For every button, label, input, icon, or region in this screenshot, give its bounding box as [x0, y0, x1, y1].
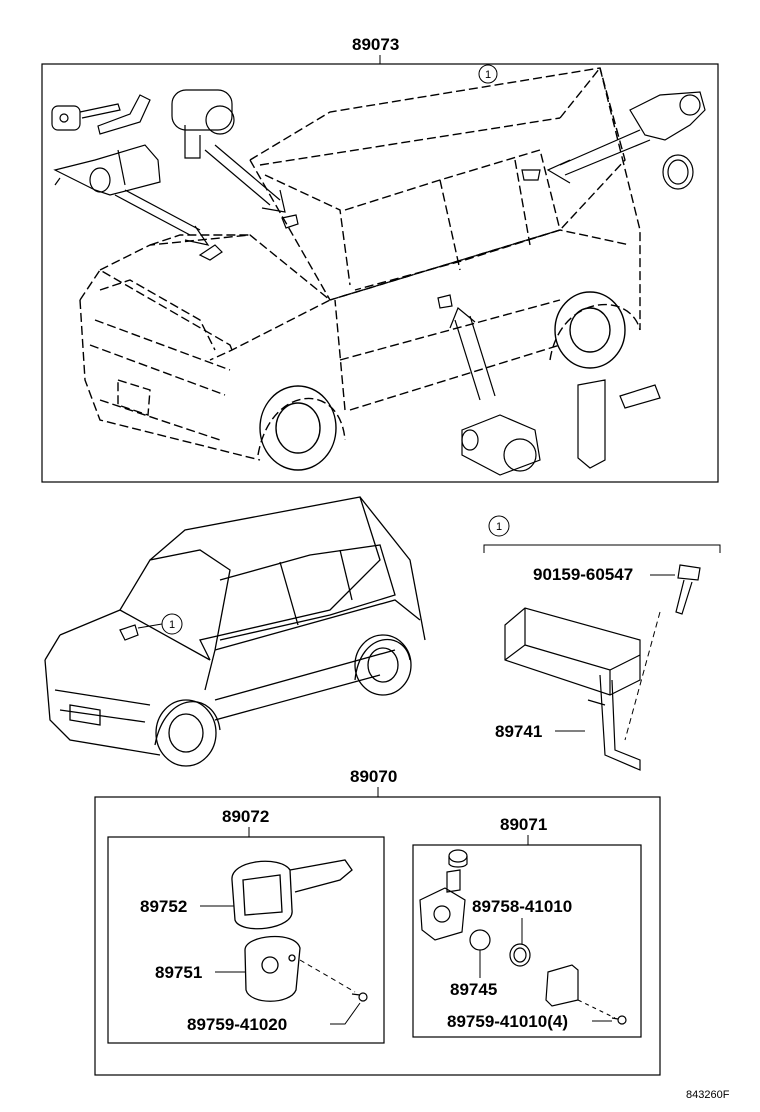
label-89070: 89070 — [350, 767, 397, 786]
panel-89072: 89072 89752 89751 89759-41020 — [107, 807, 385, 1044]
label-89759-41010-4: 89759-41010(4) — [447, 1012, 568, 1031]
transponder-chip-icon — [469, 929, 491, 951]
ignition-cylinder — [53, 144, 161, 196]
label-89752: 89752 — [140, 897, 187, 916]
door-cylinder-bottom — [461, 414, 541, 476]
key-plate-icon — [231, 859, 353, 930]
label-89751: 89751 — [155, 963, 202, 982]
callout-1-detail-text: 1 — [496, 521, 502, 533]
chip-items-top — [577, 379, 661, 469]
label-89741: 89741 — [495, 722, 542, 741]
cover-plate-icon — [545, 964, 579, 1007]
door-cylinder-top — [171, 89, 235, 159]
housing-screw-icon — [611, 1015, 627, 1025]
callout-1-car-text: 1 — [169, 619, 175, 631]
frame-89070 — [94, 796, 661, 1076]
callout-1-detail: 1 — [488, 515, 510, 537]
ecu-detail: 1 90159-60547 89741 — [483, 515, 721, 771]
ecu-module — [504, 607, 641, 771]
label-90159-60547: 90159-60547 — [533, 565, 633, 584]
label-89758-41010: 89758-41010 — [472, 897, 572, 916]
frame-89072 — [107, 836, 385, 1044]
callout-1-top: 1 — [478, 64, 498, 84]
bolt-icon — [675, 564, 701, 615]
key-screw-icon — [351, 992, 368, 1002]
vehicle-large — [79, 67, 641, 461]
frame-89071 — [412, 844, 642, 1038]
panel-89070: 89070 89072 89752 89751 — [94, 767, 661, 1076]
reference-number: 843260F — [686, 1089, 730, 1101]
key-cover-icon — [244, 935, 301, 1002]
vehicle-small: 1 — [44, 496, 426, 767]
callout-1-car: 1 — [161, 613, 183, 635]
callout-1-top-text: 1 — [485, 69, 491, 81]
label-89745: 89745 — [450, 980, 497, 999]
label-89072: 89072 — [222, 807, 269, 826]
panel-89071: 89071 89758-41010 89745 — [412, 815, 642, 1038]
frame-89073 — [41, 63, 719, 483]
panel-89073: 89073 1 — [41, 35, 719, 483]
label-89071: 89071 — [500, 815, 547, 834]
transponder-housing-icon — [419, 849, 468, 941]
label-89759-41020: 89759-41020 — [187, 1015, 287, 1034]
keys-top — [51, 94, 151, 135]
label-89073: 89073 — [352, 35, 399, 54]
wheels-large — [259, 291, 626, 471]
lock-marks — [198, 169, 541, 309]
o-ring-icon — [509, 943, 531, 967]
back-cylinder — [629, 91, 706, 190]
arrows-top — [114, 129, 651, 401]
